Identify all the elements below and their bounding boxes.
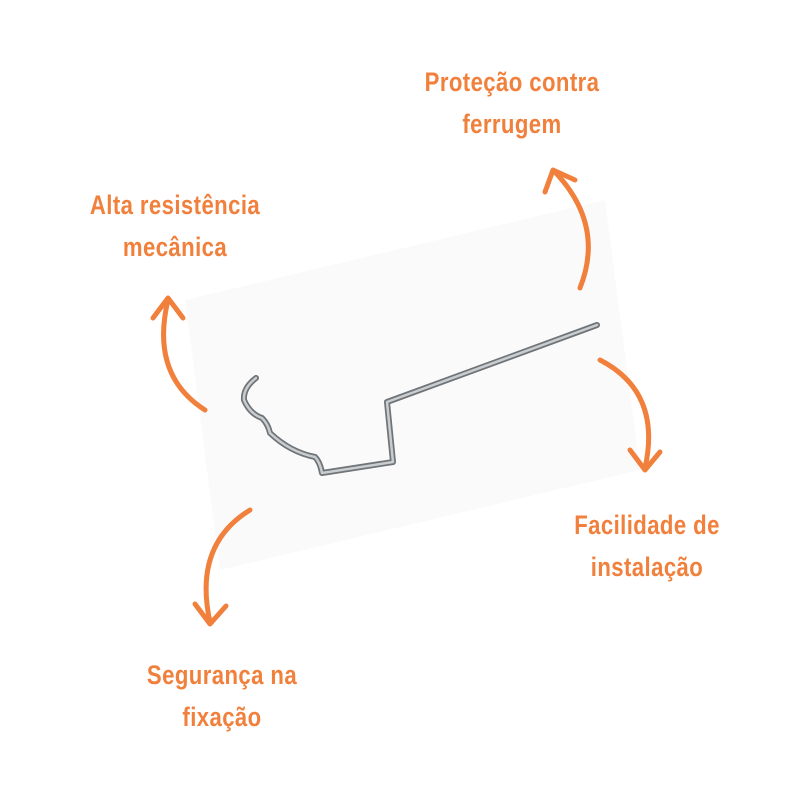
feature-title-line1: Alta resistência — [89, 190, 261, 220]
feature-rust-protection: Proteção contra ferrugem — [389, 61, 635, 145]
feature-title-line1: Segurança na — [146, 660, 298, 690]
photo-backdrop — [185, 200, 640, 570]
feature-title-line2: mecânica — [122, 232, 228, 262]
feature-title-line2: fixação — [182, 702, 262, 732]
arrow-icon-easy-installation — [597, 357, 663, 473]
feature-mechanical-resistance: Alta resistência mecânica — [52, 184, 298, 268]
arrow-icon-secure-fixing — [192, 507, 253, 627]
feature-title-line1: Proteção contra — [424, 67, 600, 97]
feature-title-line2: instalação — [590, 552, 704, 582]
feature-easy-installation: Facilidade de instalação — [524, 504, 770, 588]
gutter-hook-image — [240, 322, 600, 476]
arrow-icon-rust-protection — [542, 167, 591, 291]
arrow-icon-mechanical-resistance — [150, 295, 208, 413]
feature-secure-fixing: Segurança na fixação — [99, 654, 345, 738]
feature-title-line2: ferrugem — [462, 109, 562, 139]
feature-title-line1: Facilidade de — [574, 510, 720, 540]
